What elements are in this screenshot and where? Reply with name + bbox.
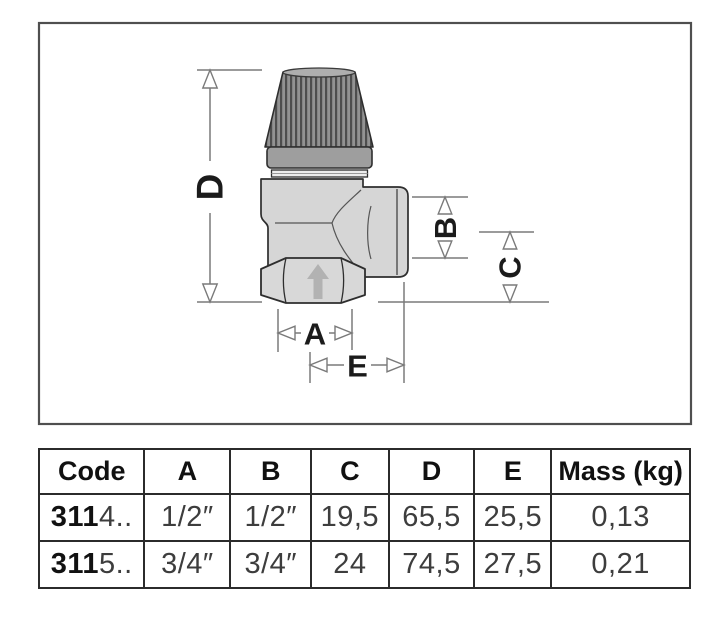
valve-hex-nut	[260, 257, 366, 304]
cell-d: 74,5	[387, 540, 476, 589]
cell-code: 3115..	[37, 540, 146, 589]
cell-mass: 0,21	[550, 540, 691, 589]
code-suffix: 4..	[99, 501, 133, 533]
valve-drawing	[260, 67, 409, 304]
col-header-a: A	[143, 448, 232, 495]
dimension-label-d: D	[190, 174, 231, 201]
cell-e: 25,5	[473, 493, 553, 542]
col-header-c: C	[310, 448, 390, 495]
dimension-label-bg	[192, 161, 524, 380]
cell-c: 24	[310, 540, 390, 589]
valve-cap	[264, 68, 374, 148]
cell-a: 3/4″	[143, 540, 232, 589]
col-header-code: Code	[37, 448, 146, 495]
valve-collar	[266, 146, 373, 169]
cell-c: 19,5	[310, 493, 390, 542]
cell-code: 3114..	[37, 493, 146, 542]
valve-body	[260, 178, 409, 278]
col-header-d: D	[387, 448, 476, 495]
dimension-label-e: E	[347, 349, 368, 384]
code-suffix: 5..	[99, 548, 133, 580]
col-header-e: E	[473, 448, 553, 495]
col-header-mass: Mass (kg)	[550, 448, 691, 495]
dimensions-table: Code A B C D E Mass (kg) 3114.. 1/2″ 1/2…	[37, 448, 691, 589]
table-row: 3115.. 3/4″ 3/4″ 24 74,5 27,5 0,21	[37, 540, 691, 589]
table-header-row: Code A B C D E Mass (kg)	[37, 448, 691, 495]
hex-facet-right	[340, 257, 345, 304]
dimension-label-c: C	[493, 256, 528, 278]
cell-b: 1/2″	[229, 493, 313, 542]
cell-mass: 0,13	[550, 493, 691, 542]
cell-b: 3/4″	[229, 540, 313, 589]
valve-cap-top	[282, 67, 356, 78]
valve-diagram: D B C A E	[37, 21, 693, 426]
dimension-arrowheads	[201, 68, 518, 373]
hex-facet-left	[282, 257, 287, 304]
dimension-label-a: A	[304, 317, 326, 352]
col-header-b: B	[229, 448, 313, 495]
code-prefix: 311	[50, 548, 99, 580]
cell-a: 1/2″	[143, 493, 232, 542]
table-row: 3114.. 1/2″ 1/2″ 19,5 65,5 25,5 0,13	[37, 493, 691, 542]
dimension-label-b: B	[428, 217, 463, 239]
cell-d: 65,5	[387, 493, 476, 542]
flow-arrow-icon	[307, 264, 329, 299]
code-prefix: 311	[50, 501, 99, 533]
cell-e: 27,5	[473, 540, 553, 589]
